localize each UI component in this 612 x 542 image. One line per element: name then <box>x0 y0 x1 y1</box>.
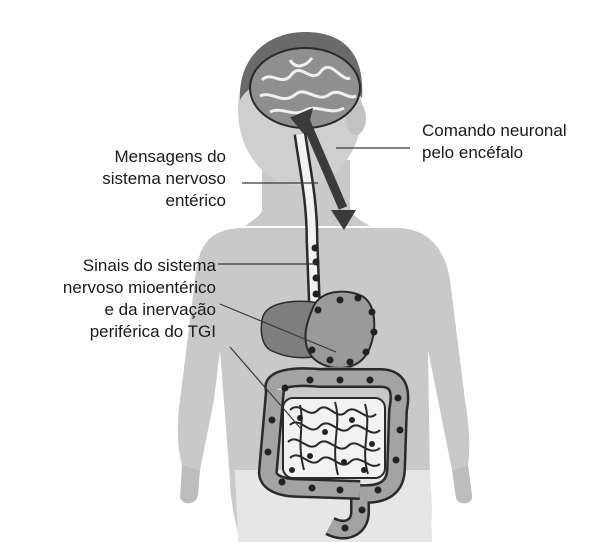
label-signals-line-4: periférica do TGI <box>20 321 216 343</box>
label-command-line-2: pelo encéfalo <box>422 142 567 164</box>
small-intestine <box>283 398 385 478</box>
label-messages-line-1: Mensagens do <box>40 146 226 168</box>
label-signals: Sinais do sistema nervoso mioentérico e … <box>20 255 216 343</box>
label-signals-line-3: e da inervação <box>20 299 216 321</box>
label-signals-line-2: nervoso mioentérico <box>20 277 216 299</box>
label-messages-line-2: sistema nervoso <box>40 168 226 190</box>
label-messages: Mensagens do sistema nervoso entérico <box>40 146 226 212</box>
label-command: Comando neuronal pelo encéfalo <box>422 120 567 164</box>
label-messages-line-3: entérico <box>40 190 226 212</box>
label-signals-line-1: Sinais do sistema <box>20 255 216 277</box>
label-command-line-1: Comando neuronal <box>422 120 567 142</box>
